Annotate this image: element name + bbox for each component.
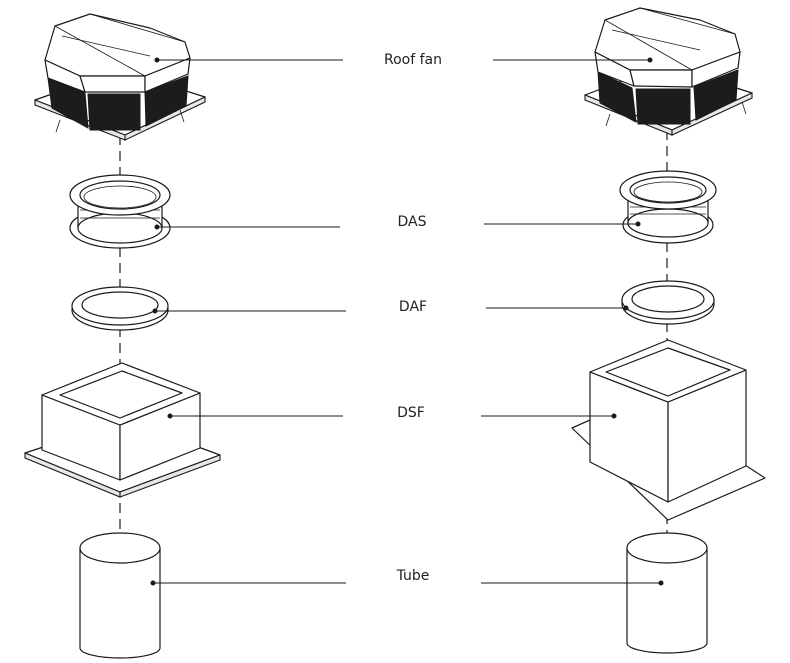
label-dsf: DSF — [397, 405, 425, 421]
left-daf — [71, 286, 169, 331]
label-tube: Tube — [396, 568, 430, 584]
label-roof-fan: Roof fan — [384, 52, 442, 68]
right-fan-vent-2 — [635, 88, 691, 125]
right-roof-fan — [584, 7, 753, 136]
left-roof-fan — [34, 13, 206, 141]
label-das: DAS — [397, 214, 427, 230]
left-fan-vent-3 — [144, 75, 189, 127]
right-assembly — [571, 7, 766, 654]
right-dsf — [571, 339, 766, 521]
left-tube-top — [79, 532, 161, 564]
right-fan-vent-1 — [597, 71, 637, 123]
left-dsf — [24, 362, 221, 498]
left-assembly — [24, 13, 221, 659]
right-das — [619, 170, 717, 244]
right-tube — [626, 532, 708, 654]
left-fan-vent-1 — [47, 77, 89, 129]
right-fan-vent-3 — [693, 69, 739, 121]
left-tube — [79, 532, 161, 659]
left-das — [69, 174, 171, 249]
left-fan-vent-2 — [87, 93, 141, 131]
leader-lines — [150, 57, 664, 586]
label-daf: DAF — [398, 299, 428, 315]
right-tube-top — [626, 532, 708, 564]
right-daf — [621, 280, 715, 325]
